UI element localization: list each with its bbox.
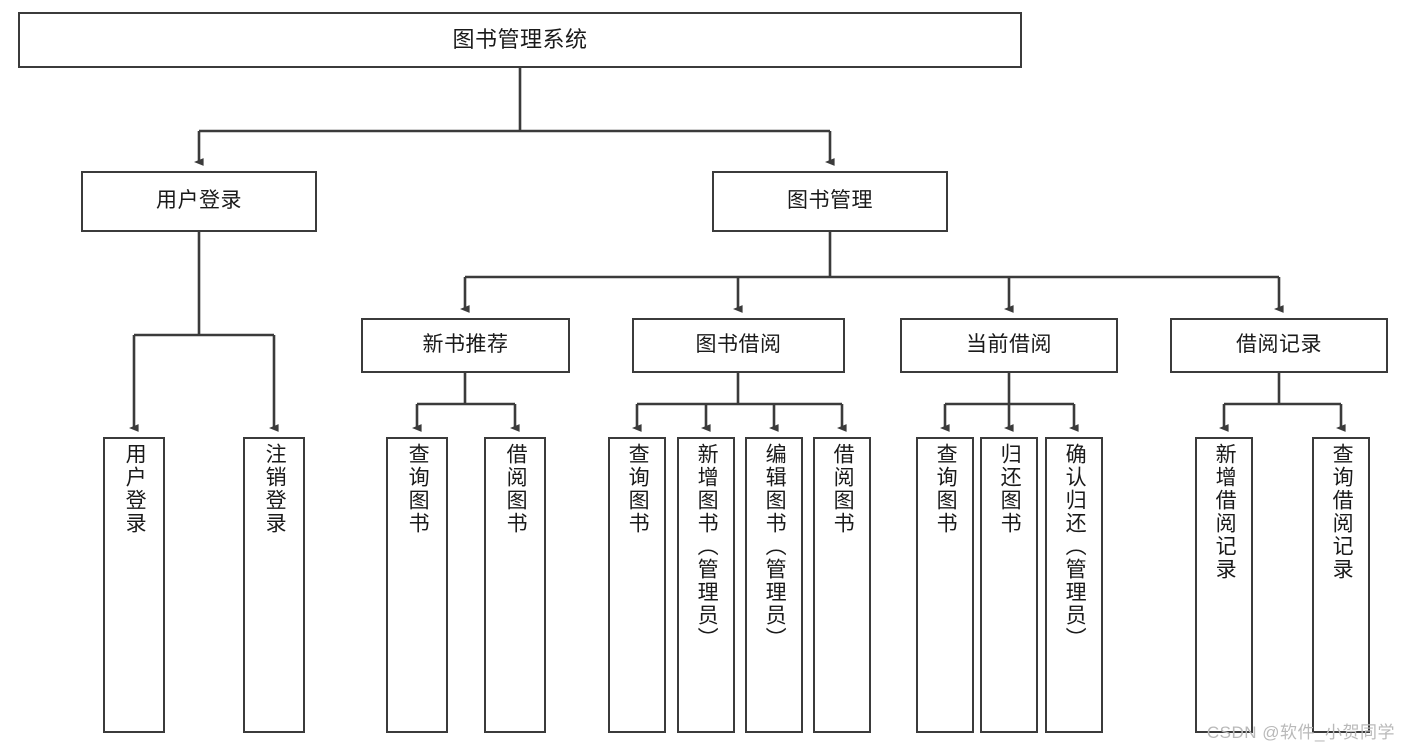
node-leaf-query-book-borrow[interactable]: 查询图书 bbox=[608, 437, 666, 733]
node-leaf-query-book-recommend[interactable]: 查询图书 bbox=[386, 437, 448, 733]
node-leaf-return-book[interactable]: 归还图书 bbox=[980, 437, 1038, 733]
node-label: 查询图书 bbox=[934, 443, 958, 535]
node-borrow-record[interactable]: 借阅记录 bbox=[1170, 318, 1388, 373]
node-leaf-user-login[interactable]: 用户登录 bbox=[103, 437, 165, 733]
node-leaf-confirm-return-admin[interactable]: 确认归还（管理员） bbox=[1045, 437, 1103, 733]
node-label: 新书推荐 bbox=[422, 333, 509, 357]
node-leaf-user-logout[interactable]: 注销登录 bbox=[243, 437, 305, 733]
node-label: 图书管理系统 bbox=[452, 27, 588, 53]
node-label: 当前借阅 bbox=[966, 333, 1052, 357]
node-user-login[interactable]: 用户登录 bbox=[81, 171, 317, 232]
node-leaf-edit-book-admin[interactable]: 编辑图书（管理员） bbox=[745, 437, 803, 733]
node-label: 新增借阅记录 bbox=[1213, 443, 1237, 581]
node-label: 用户登录 bbox=[123, 443, 147, 535]
node-label: 查询图书 bbox=[406, 443, 430, 535]
node-leaf-add-borrow-record[interactable]: 新增借阅记录 bbox=[1195, 437, 1253, 733]
node-book-manage[interactable]: 图书管理 bbox=[712, 171, 948, 232]
node-new-book-recommend[interactable]: 新书推荐 bbox=[361, 318, 570, 373]
node-label: 用户登录 bbox=[156, 189, 242, 213]
node-label: 新增图书（管理员） bbox=[695, 443, 719, 650]
node-root-system[interactable]: 图书管理系统 bbox=[18, 12, 1022, 68]
node-leaf-borrow-book-recommend[interactable]: 借阅图书 bbox=[484, 437, 546, 733]
node-label: 确认归还（管理员） bbox=[1063, 443, 1087, 650]
node-leaf-add-book-admin[interactable]: 新增图书（管理员） bbox=[677, 437, 735, 733]
node-label: 图书管理 bbox=[787, 189, 873, 213]
node-label: 归还图书 bbox=[998, 443, 1022, 535]
node-label: 借阅记录 bbox=[1236, 333, 1322, 357]
node-book-borrow[interactable]: 图书借阅 bbox=[632, 318, 845, 373]
node-label: 查询借阅记录 bbox=[1330, 443, 1354, 581]
node-label: 编辑图书（管理员） bbox=[763, 443, 787, 650]
node-label: 借阅图书 bbox=[504, 443, 528, 535]
node-leaf-query-borrow-record[interactable]: 查询借阅记录 bbox=[1312, 437, 1370, 733]
node-leaf-query-book-current[interactable]: 查询图书 bbox=[916, 437, 974, 733]
node-leaf-borrow-book[interactable]: 借阅图书 bbox=[813, 437, 871, 733]
node-label: 查询图书 bbox=[626, 443, 650, 535]
node-label: 注销登录 bbox=[263, 443, 287, 535]
node-label: 借阅图书 bbox=[831, 443, 855, 535]
node-label: 图书借阅 bbox=[695, 333, 782, 357]
node-current-borrow[interactable]: 当前借阅 bbox=[900, 318, 1118, 373]
